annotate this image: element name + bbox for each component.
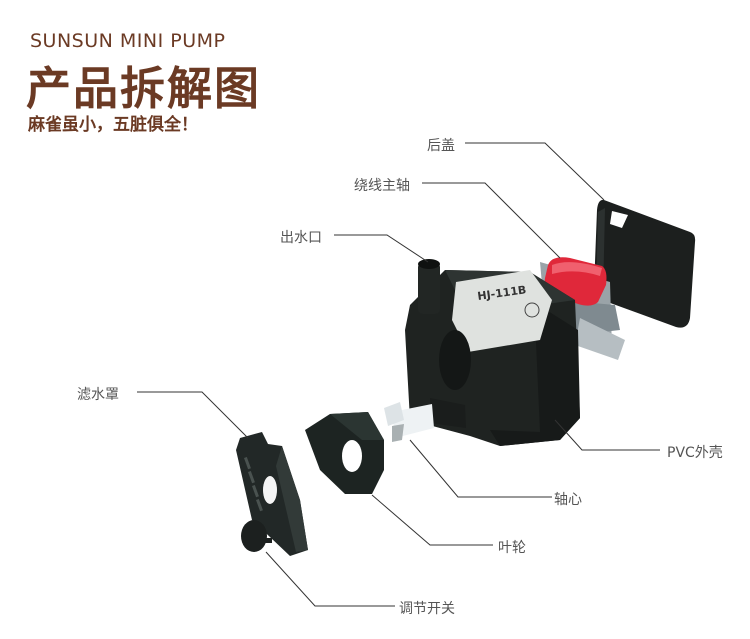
leader-lines [137, 142, 660, 607]
shaft-impeller-part [384, 398, 466, 442]
label-water-outlet: 出水口 [280, 230, 322, 246]
page-title: 产品拆解图 [26, 62, 262, 115]
label-filter-cover: 滤水罩 [77, 387, 119, 403]
brand-text: SUNSUN MINI PUMP [30, 30, 226, 52]
label-winding-spindle: 绕线主轴 [354, 178, 410, 194]
pump-body-part: HJ-111B [405, 259, 580, 446]
label-back-cover: 后盖 [427, 138, 455, 154]
adjust-switch-part [241, 520, 272, 552]
page-subtitle: 麻雀虽小，五脏俱全！ [28, 115, 198, 135]
label-adjust-switch: 调节开关 [399, 601, 455, 617]
label-impeller: 叶轮 [498, 540, 526, 556]
label-shaft: 轴心 [554, 492, 582, 508]
impeller-cover-part [305, 412, 384, 494]
filter-cover-part [236, 432, 308, 556]
label-pvc-shell: PVC外壳 [667, 445, 723, 461]
